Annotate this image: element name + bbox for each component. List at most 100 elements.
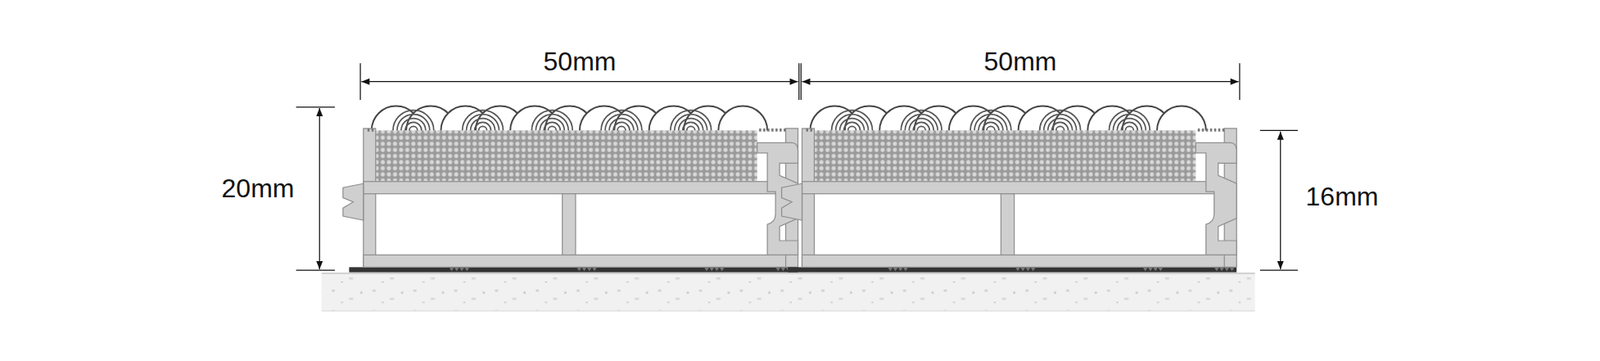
fibre-loop [1157,106,1207,132]
mat-module [343,106,799,273]
foot-tooth [1020,266,1026,272]
serration [1197,128,1200,132]
foot-tooth [454,266,460,272]
connector-hook [1195,142,1237,255]
foot-tooth [1148,266,1153,272]
foot-tooth [704,266,710,272]
serration [763,128,765,132]
serration [371,128,374,132]
foot-tooth [587,266,593,272]
foot-tooth [592,266,597,272]
fibre-loop [1112,114,1146,132]
foot-tooth [1157,266,1163,272]
fibre-loop [1039,110,1081,132]
foot-tooth [448,266,454,272]
fibre-loop [831,110,873,132]
fibre-loop [401,118,426,132]
fibre-loop [397,114,430,132]
serration [767,128,769,132]
foot-tooth [576,266,582,272]
fibre-loop [409,126,418,131]
foot-tooth [1224,266,1230,272]
fibre-loop [912,122,930,131]
serration [1214,128,1216,132]
fibre-loop [917,126,926,131]
serration [1222,128,1225,132]
foot-tooth [898,266,904,272]
foot-tooth [709,266,715,272]
fibre-loop [601,110,642,132]
top-plate [801,181,1226,195]
mat-module [781,106,1238,273]
bottom-plate [363,254,788,267]
foot-tooth [780,266,786,272]
foot-tooth [1214,266,1220,272]
serration [771,128,773,132]
fibre-loop [974,114,1008,132]
fibre-loop [904,114,938,132]
connector-tongue [343,183,364,221]
serration [367,128,370,132]
fibre-loop [978,118,1004,132]
left-wall [801,128,814,267]
bottom-plate [801,254,1226,267]
fibre-loop [613,122,630,131]
profiles [343,106,1237,273]
serration [805,128,808,132]
fibre-loop [617,126,626,131]
serration [1202,128,1204,132]
dimension-lines [296,63,1298,271]
fibre-loop [682,122,700,131]
fibre-loop [531,110,573,132]
foot-tooth [1229,266,1234,272]
floor [321,273,1256,312]
foot-tooth [714,266,719,272]
foot-tooth [1015,266,1021,272]
serration [1218,128,1221,132]
foot-tooth [887,266,893,272]
fibre-loop [982,122,999,131]
serration [1210,128,1212,132]
dimension-label: 50mm [543,46,617,77]
connector-tongue [781,183,803,221]
textile-insert [813,130,1196,181]
fibre-loop [1116,118,1142,132]
fibre-loop [1125,126,1134,131]
serration [759,128,761,132]
fibre-loop [970,110,1012,132]
serration [779,128,782,132]
foot-tooth [1143,266,1149,272]
fibre-loop [718,106,768,132]
fibre-loop [1052,122,1069,131]
foot-tooth [459,266,465,272]
fibre-loop [908,118,934,132]
fibre-loop [609,118,634,132]
fibre-loop [986,126,995,131]
top-plate [363,181,788,195]
fibre-loop [547,126,556,131]
fibre-loop [479,126,488,131]
fibre-loop [474,122,492,131]
foot-tooth [1152,266,1158,272]
fibre-loop [1120,122,1138,131]
foot-tooth [1030,266,1036,272]
floor-line [321,310,1256,312]
fibre-loop [535,114,569,132]
fibre-loop [836,114,869,132]
fibre-loop [848,126,857,131]
fibre-loop [543,122,561,131]
foot-tooth [719,266,725,272]
dimension-label: 50mm [984,46,1058,77]
fibre-loop [840,118,865,132]
dimension-label: 16mm [1306,181,1379,213]
fibre-loop [605,114,638,132]
rubber-strip [787,266,1237,272]
serration [809,128,812,132]
dimension-label: 20mm [221,173,295,204]
serration [783,128,786,132]
fibre-loop [1044,114,1077,132]
serration [775,128,778,132]
foot-tooth [1219,266,1225,272]
fibre-loop [1056,126,1065,131]
fibre-loop [466,114,500,132]
